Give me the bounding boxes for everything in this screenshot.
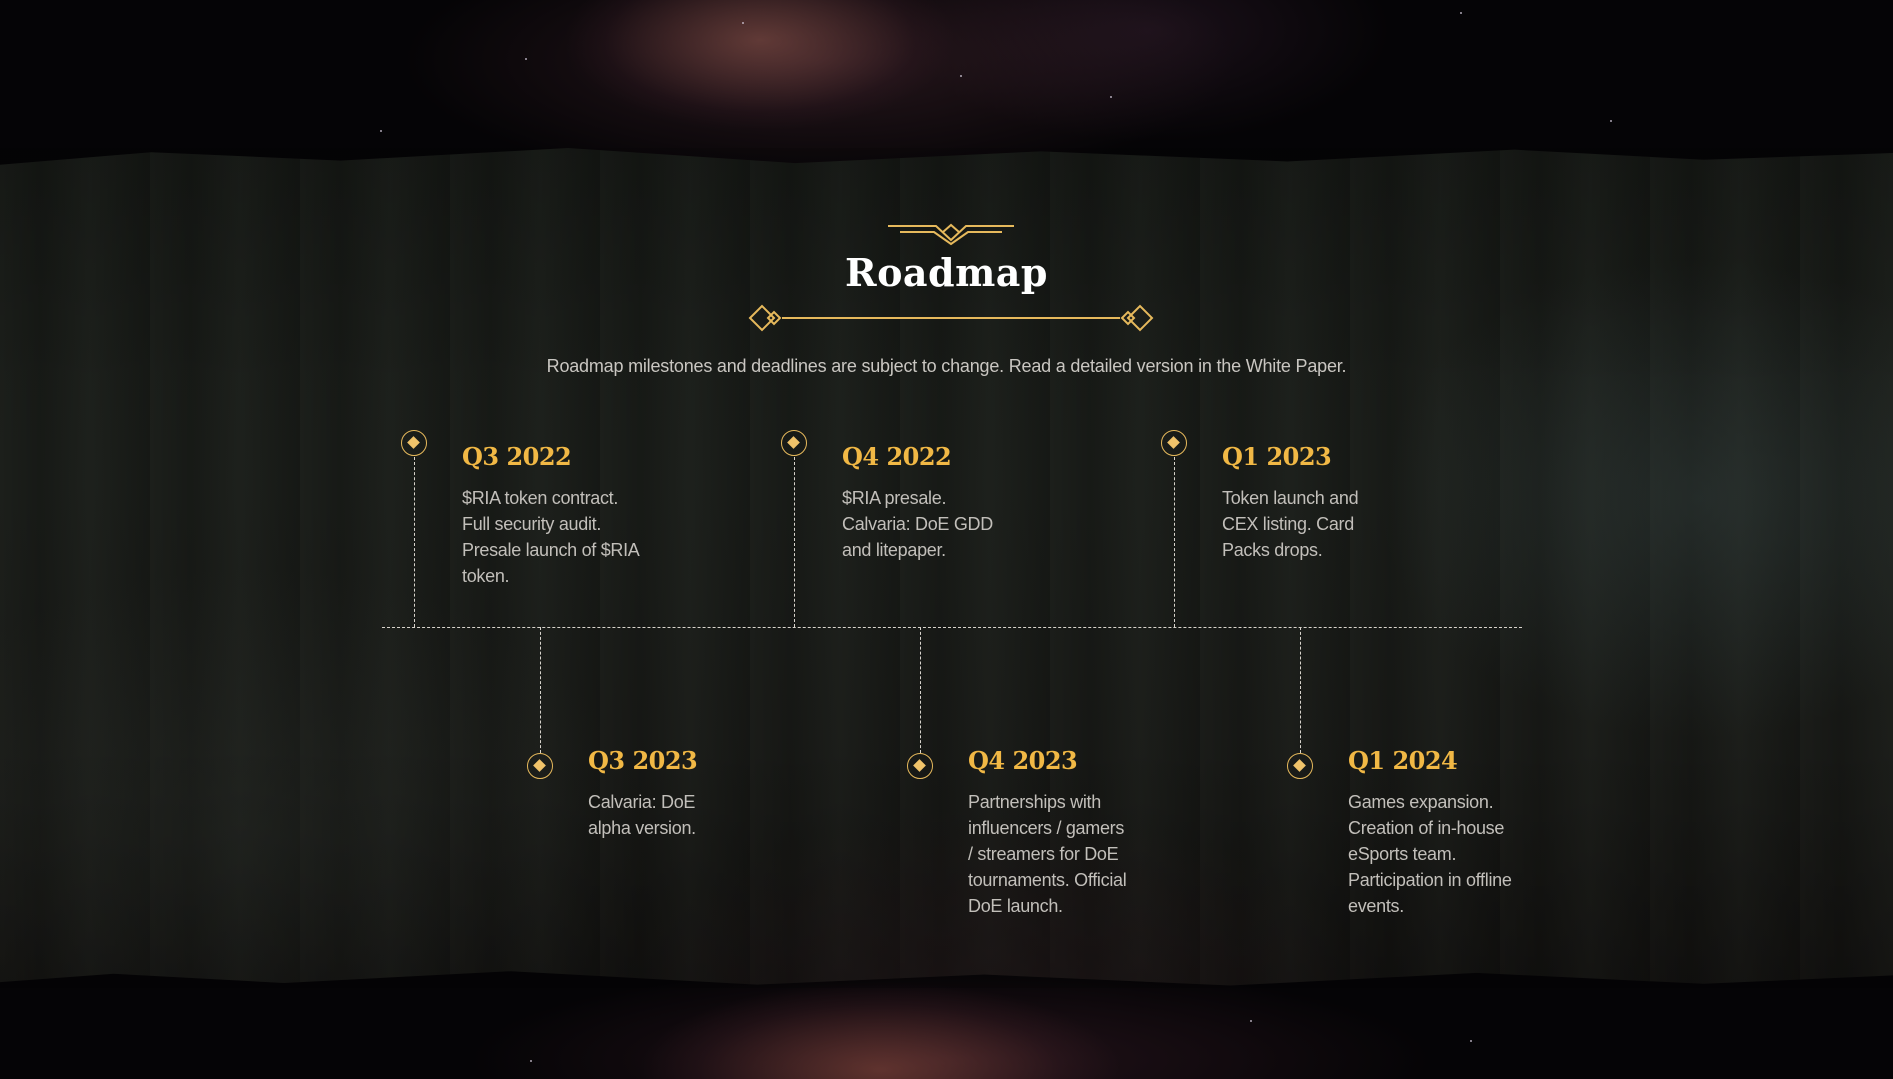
milestone-description: Calvaria: DoE alpha version. <box>588 792 696 838</box>
section-title: Roadmap <box>844 250 1049 295</box>
milestone-period: Q1 2023 <box>1222 442 1332 471</box>
milestone-period: Q1 2024 <box>1348 746 1458 775</box>
section-subtitle: Roadmap milestones and deadlines are sub… <box>546 356 1347 376</box>
milestone-period: Q3 2022 <box>462 442 572 471</box>
milestone-q3-2022: Q3 2022 $RIA token contract. Full securi… <box>462 442 647 589</box>
milestone-marker-icon <box>907 753 933 779</box>
milestone-description: $RIA token contract. Full security audit… <box>462 488 639 586</box>
milestone-q1-2024: Q1 2024 Games expansion. Creation of in-… <box>1348 746 1523 919</box>
milestone-description: Token launch and CEX listing. Card Packs… <box>1222 488 1359 560</box>
milestone-description: $RIA presale. Calvaria: DoE GDD and lite… <box>842 488 993 560</box>
timeline-stem <box>540 627 541 753</box>
milestone-period: Q4 2022 <box>842 442 952 471</box>
milestone-marker-icon <box>1287 753 1313 779</box>
milestone-period: Q4 2023 <box>968 746 1078 775</box>
milestone-marker-icon <box>781 430 807 456</box>
milestone-q3-2023: Q3 2023 Calvaria: DoE alpha version. <box>588 746 738 841</box>
milestone-description: Partnerships with influencers / gamers /… <box>968 792 1127 916</box>
crown-ornament-icon <box>888 223 1014 246</box>
timeline-axis <box>382 627 1522 628</box>
milestone-marker-icon <box>401 430 427 456</box>
milestone-marker-icon <box>1161 430 1187 456</box>
milestone-q1-2023: Q1 2023 Token launch and CEX listing. Ca… <box>1222 442 1392 563</box>
milestone-description: Games expansion. Creation of in-house eS… <box>1348 792 1512 916</box>
timeline-stem <box>414 457 415 627</box>
timeline-stem <box>920 627 921 753</box>
starfield-top <box>0 0 1893 170</box>
milestone-q4-2023: Q4 2023 Partnerships with influencers / … <box>968 746 1133 919</box>
forest-background <box>0 148 1893 986</box>
title-divider-ornament <box>748 304 1154 332</box>
milestone-q4-2022: Q4 2022 $RIA presale. Calvaria: DoE GDD … <box>842 442 1012 563</box>
milestone-marker-icon <box>527 753 553 779</box>
timeline-stem <box>1174 457 1175 627</box>
timeline-stem <box>794 457 795 627</box>
milestone-period: Q3 2023 <box>588 746 698 775</box>
timeline-stem <box>1300 627 1301 753</box>
